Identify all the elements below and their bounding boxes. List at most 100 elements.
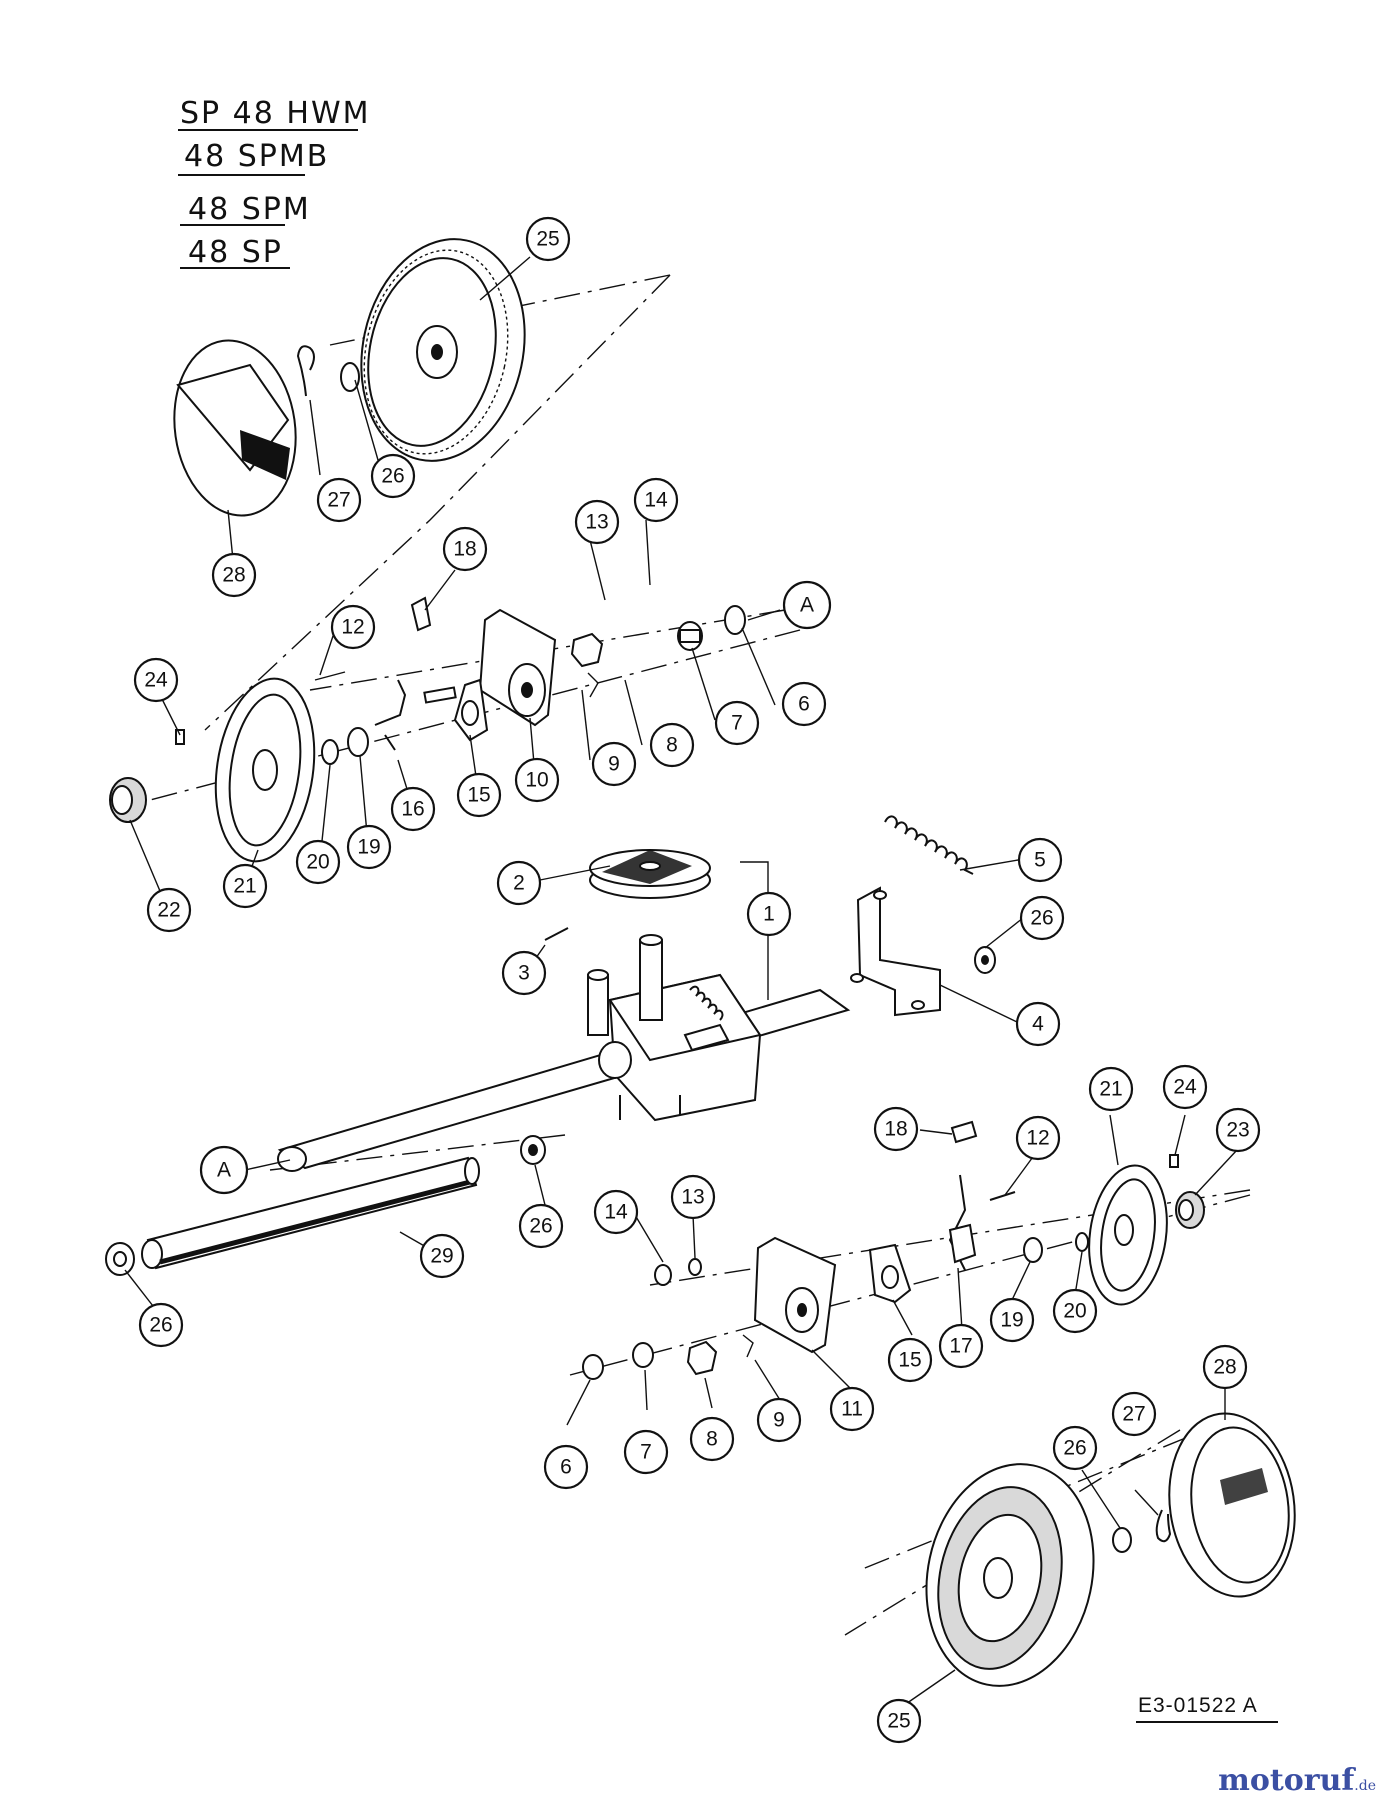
svg-text:6: 6 — [798, 693, 810, 716]
ring-19 — [347, 727, 369, 757]
callout: 12 — [330, 604, 376, 650]
svg-text:6: 6 — [560, 1456, 572, 1479]
callout: 26 — [138, 1302, 184, 1348]
ring-20 — [321, 739, 339, 765]
callout: 9 — [756, 1397, 802, 1443]
svg-text:16: 16 — [401, 798, 424, 821]
svg-text:15: 15 — [898, 1349, 921, 1372]
bracket-4 — [850, 886, 941, 1017]
drawing-number: E3-01522 A — [1138, 1694, 1258, 1717]
model-label: SP 48 HWM — [180, 96, 371, 131]
svg-text:4: 4 — [1032, 1013, 1044, 1036]
svg-text:5: 5 — [1034, 849, 1046, 872]
callout: 28 — [1202, 1344, 1248, 1390]
callout: 26 — [370, 453, 416, 499]
hub-plate-left — [214, 677, 316, 863]
callout: 6 — [543, 1444, 589, 1490]
gear-assembly-bottom — [582, 1120, 1089, 1380]
pin-24-right — [1169, 1154, 1179, 1168]
callout: 7 — [623, 1429, 669, 1475]
model-label: 48 SPMB — [184, 139, 329, 174]
callout: 7 — [714, 700, 760, 746]
pulley — [589, 849, 711, 899]
svg-text:12: 12 — [341, 616, 364, 639]
svg-text:28: 28 — [1213, 1356, 1236, 1379]
callout: 25 — [876, 1698, 922, 1744]
callout: 24 — [1162, 1064, 1208, 1110]
callout: 12 — [1015, 1115, 1061, 1161]
svg-text:7: 7 — [731, 712, 743, 735]
svg-text:26: 26 — [381, 465, 404, 488]
callout: 13 — [574, 499, 620, 545]
svg-text:12: 12 — [1026, 1127, 1049, 1150]
svg-text:20: 20 — [1063, 1300, 1086, 1323]
callout: 27 — [316, 477, 362, 523]
callout: 9 — [591, 741, 637, 787]
callout: 25 — [525, 216, 571, 262]
callout: 20 — [295, 839, 341, 885]
svg-text:24: 24 — [144, 669, 168, 692]
svg-text:18: 18 — [884, 1118, 907, 1141]
svg-text:14: 14 — [644, 489, 668, 512]
callout: 13 — [670, 1174, 716, 1220]
callout: 21 — [1088, 1066, 1134, 1112]
model-list: SP 48 HWM 48 SPMB 48 SPM 48 SP — [178, 96, 371, 270]
svg-text:13: 13 — [585, 511, 608, 534]
svg-text:A: A — [217, 1159, 231, 1182]
callout: 1 — [746, 891, 792, 937]
svg-text:7: 7 — [640, 1441, 652, 1464]
callout: 19 — [989, 1297, 1035, 1343]
svg-text:29: 29 — [430, 1245, 453, 1268]
callout: 14 — [633, 477, 679, 523]
svg-text:27: 27 — [327, 489, 350, 512]
wheel-bottom — [925, 1463, 1095, 1687]
model-label: 48 SP — [188, 235, 283, 270]
callout: 2 — [496, 860, 542, 906]
callout: 16 — [390, 786, 436, 832]
callout: 29 — [419, 1233, 465, 1279]
callout: 3 — [501, 950, 547, 996]
model-label: 48 SPM — [188, 192, 311, 227]
callout: 15 — [456, 772, 502, 818]
svg-text:1: 1 — [763, 903, 775, 926]
callout: 23 — [1215, 1107, 1261, 1153]
callout: 17 — [938, 1323, 984, 1369]
callout: 26 — [1019, 895, 1065, 941]
svg-text:A: A — [800, 594, 814, 617]
svg-text:26: 26 — [1063, 1437, 1086, 1460]
svg-text:28: 28 — [222, 564, 245, 587]
callout: A — [199, 1145, 249, 1195]
svg-text:27: 27 — [1122, 1403, 1145, 1426]
washer-top — [340, 362, 360, 392]
callouts: 25 26 27 28 13 14 18 12 A 24 6 7 8 9 10 … — [133, 216, 1261, 1744]
svg-text:26: 26 — [149, 1314, 172, 1337]
callout: 4 — [1015, 1001, 1061, 1047]
svg-text:21: 21 — [1099, 1078, 1122, 1101]
svg-text:13: 13 — [681, 1186, 704, 1209]
svg-text:10: 10 — [525, 769, 548, 792]
svg-text:19: 19 — [1000, 1309, 1023, 1332]
gearbox — [277, 934, 851, 1172]
callout: 21 — [222, 863, 268, 909]
svg-text:9: 9 — [773, 1409, 785, 1432]
svg-text:23: 23 — [1226, 1119, 1249, 1142]
callout: 28 — [211, 552, 257, 598]
svg-text:14: 14 — [604, 1201, 628, 1224]
svg-text:20: 20 — [306, 851, 329, 874]
washer-26-bottom — [1112, 1527, 1132, 1553]
key-3 — [544, 927, 569, 941]
svg-text:18: 18 — [453, 538, 476, 561]
callout: 20 — [1052, 1288, 1098, 1334]
callout: 8 — [649, 722, 695, 768]
watermark-main: motoruf — [1218, 1763, 1356, 1798]
callout: 5 — [1017, 837, 1063, 883]
pin-24 — [175, 729, 185, 745]
pinion-22 — [109, 777, 147, 823]
svg-text:25: 25 — [887, 1710, 910, 1733]
svg-text:25: 25 — [536, 228, 559, 251]
svg-text:17: 17 — [949, 1335, 972, 1358]
wheel-top — [360, 238, 526, 462]
tube-29 — [141, 1156, 480, 1270]
svg-text:15: 15 — [467, 784, 490, 807]
